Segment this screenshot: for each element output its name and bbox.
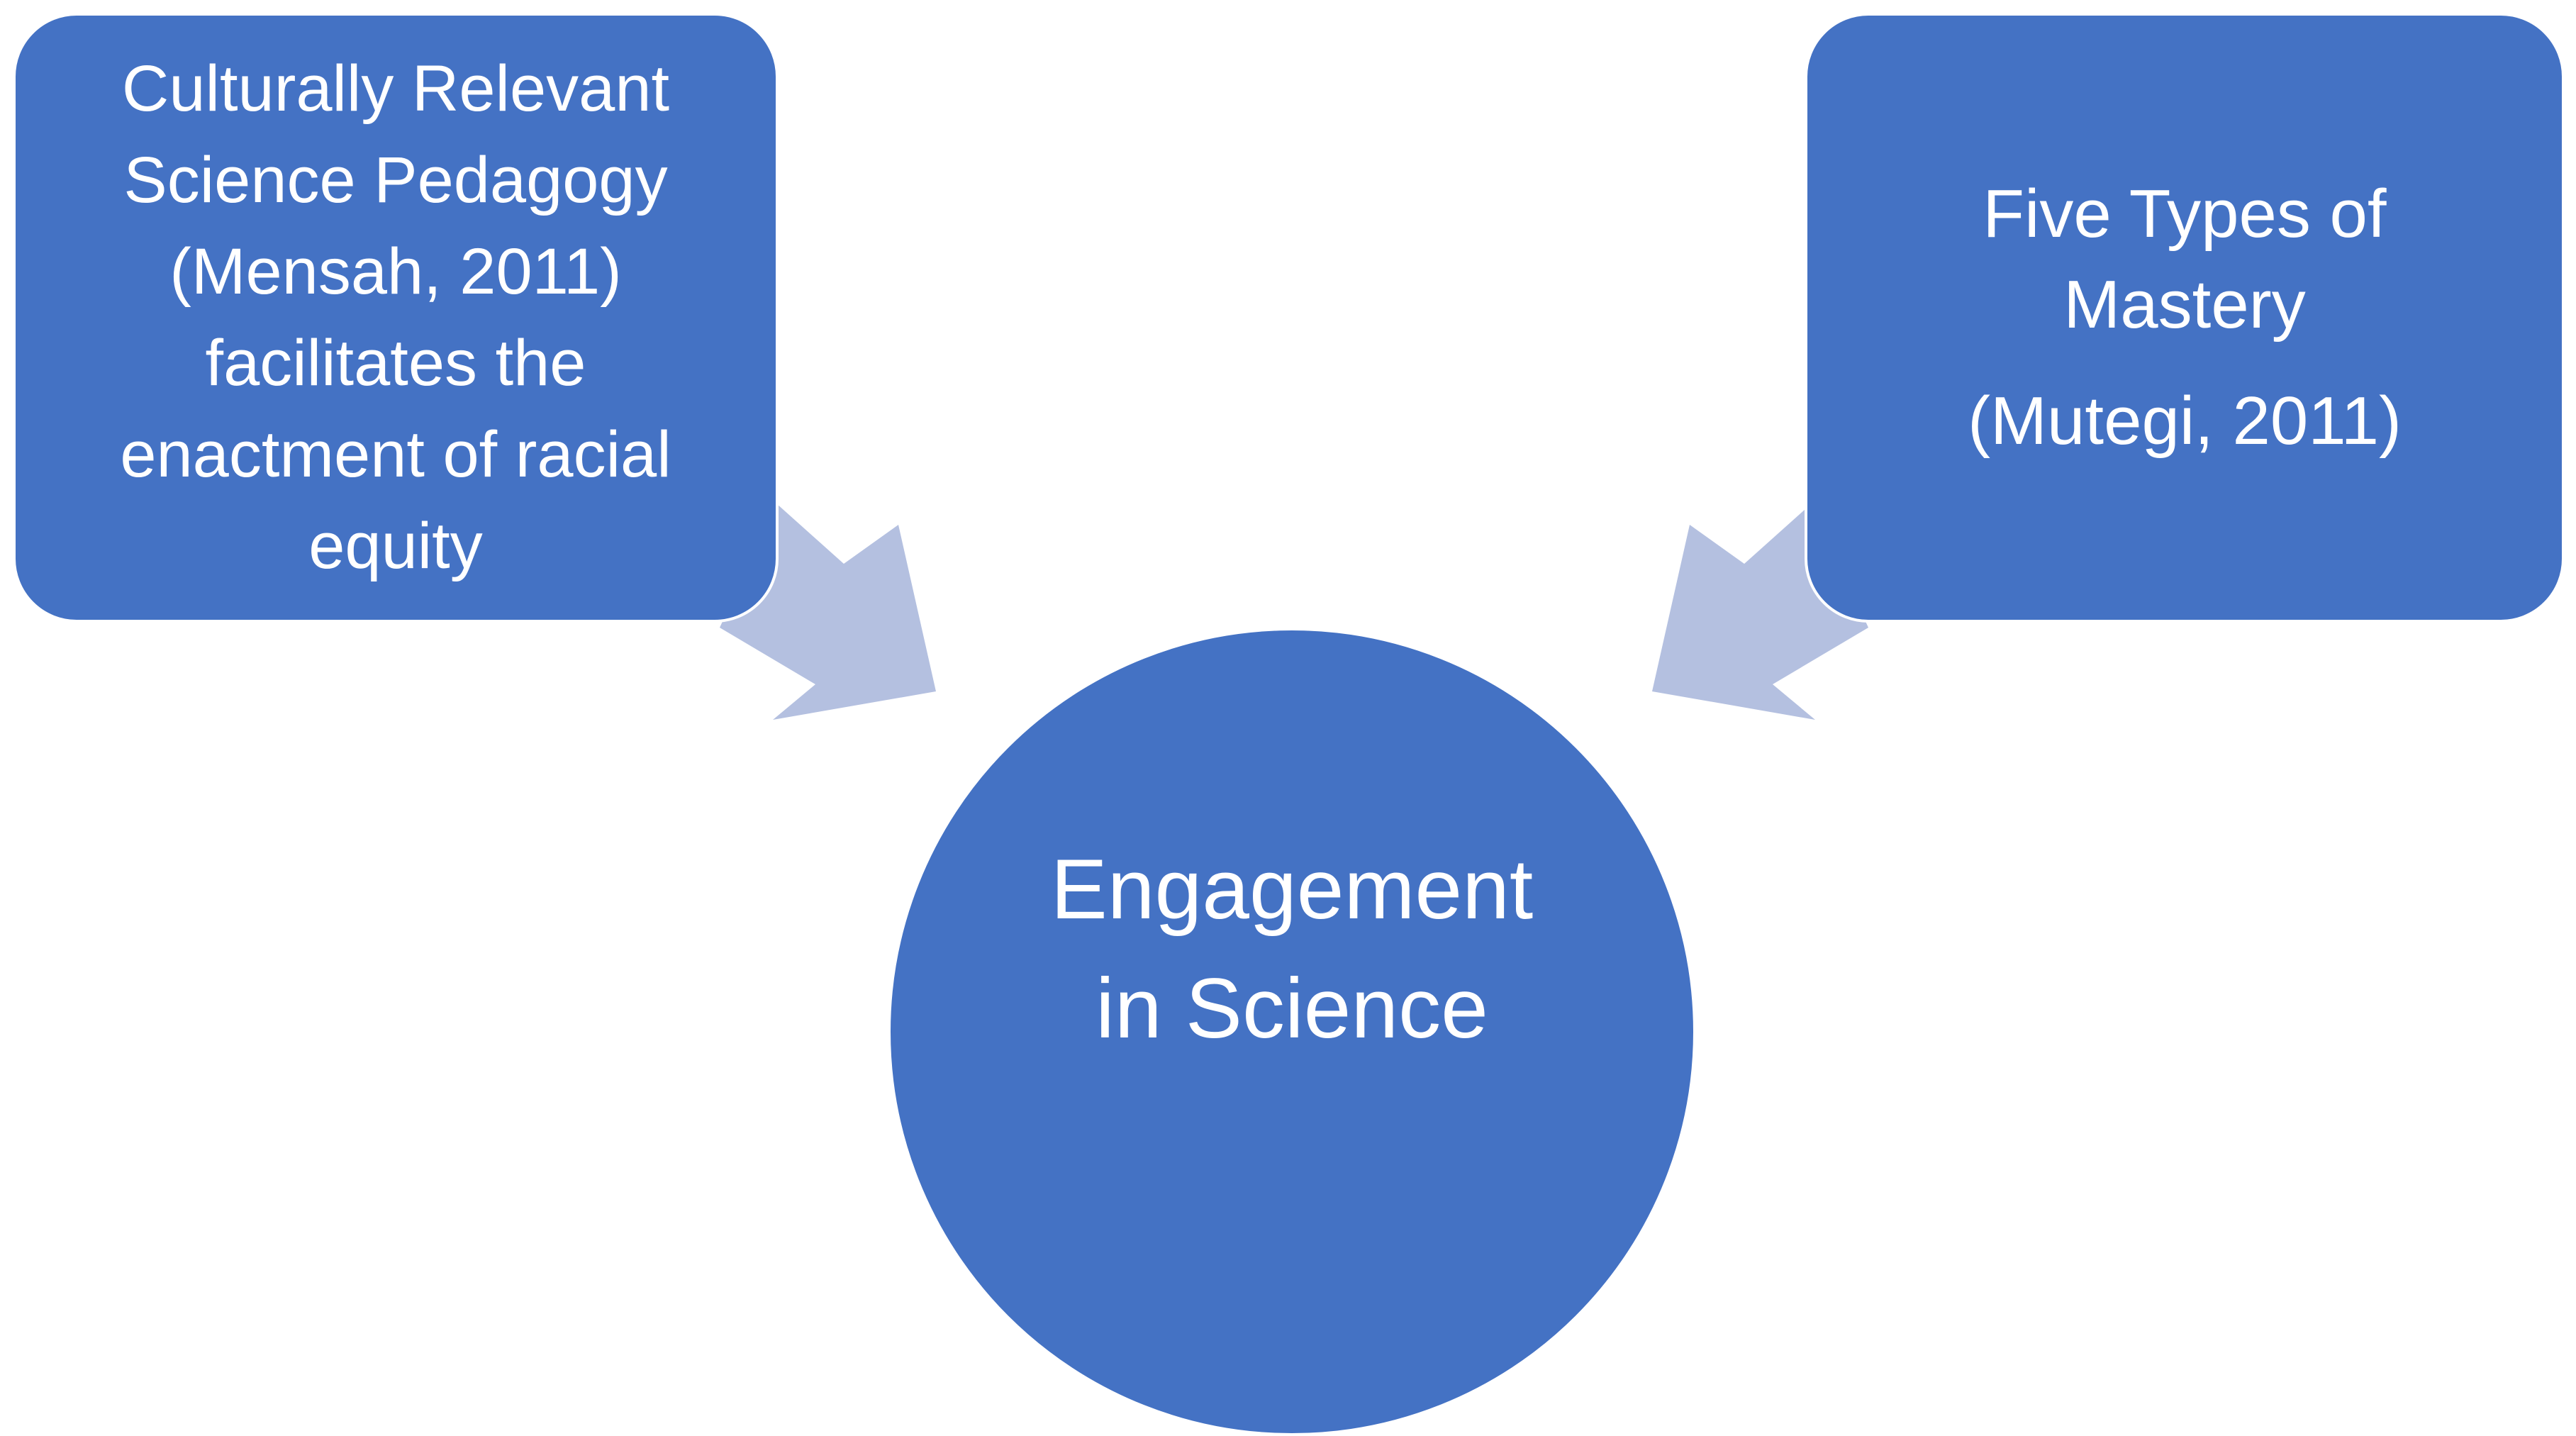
right-box-citation: (Mutegi, 2011)	[1968, 383, 2402, 459]
left-box-line: equity	[308, 510, 483, 582]
right-box-line: Mastery	[2063, 267, 2306, 343]
engagement-label-line: Engagement	[1050, 842, 1534, 937]
diagram-canvas: Culturally Relevant Science Pedagogy (Me…	[13, 13, 2565, 1436]
left-box-line: facilitates the	[205, 327, 586, 399]
left-box-line: (Mensah, 2011)	[169, 235, 622, 308]
five-types-of-mastery-box: Five Types of Mastery (Mutegi, 2011)	[1805, 13, 2565, 623]
left-box-line: Science Pedagogy	[123, 144, 668, 216]
right-box-line: Five Types of	[1983, 176, 2387, 252]
left-box-line: Culturally Relevant	[121, 52, 670, 125]
engagement-label-line: in Science	[1095, 961, 1488, 1056]
engagement-circle	[888, 628, 1696, 1436]
left-box-line: enactment of racial	[120, 418, 671, 491]
left-box-text: Culturally Relevant Science Pedagogy (Me…	[120, 43, 671, 592]
engagement-label: Engagement in Science	[959, 830, 1625, 1068]
right-box-text: Five Types of Mastery	[1983, 169, 2386, 350]
culturally-relevant-pedagogy-box: Culturally Relevant Science Pedagogy (Me…	[13, 13, 779, 623]
